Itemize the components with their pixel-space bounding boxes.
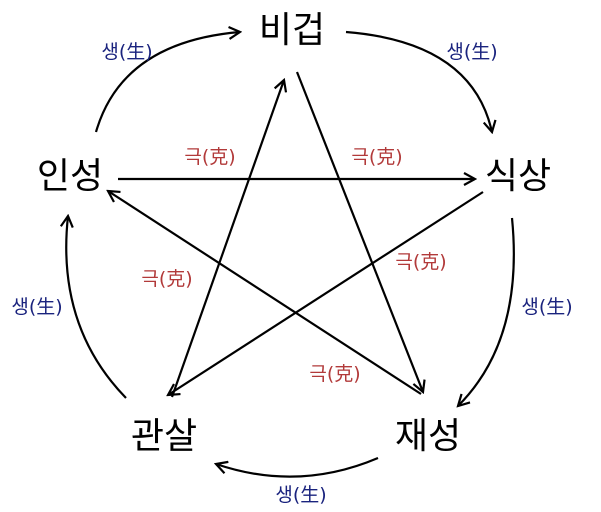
saeng-arrow-siksang-to-jaeseong <box>458 217 515 406</box>
geuk-arrow-siksang-to-gwansal <box>168 191 484 395</box>
node-inseong: 인성 <box>37 156 103 197</box>
geuk-arrow-bigeop-to-jaeseong <box>295 71 423 392</box>
saeng-arrow-gwansal-to-inseong <box>66 216 127 399</box>
saeng-arrow-bigeop-to-siksang <box>345 30 492 132</box>
saeng-arrow-inseong-to-bigeop <box>94 32 240 133</box>
node-gwansal: 관살 <box>131 416 197 457</box>
saeng-label-bottom: 생(生) <box>275 484 326 506</box>
geuk-label-top-left: 극(克) <box>184 146 235 168</box>
saeng-label-left: 생(生) <box>11 296 62 318</box>
geuk-label-bottom: 극(克) <box>309 363 360 385</box>
geuk-arrow-jaeseong-to-inseong <box>108 191 422 395</box>
saeng-label-top-right: 생(生) <box>446 41 497 63</box>
saeng-label-top-left: 생(生) <box>101 41 152 63</box>
node-siksang: 식상 <box>485 156 551 197</box>
geuk-arrow-gwansal-to-bigeop <box>170 80 284 398</box>
geuk-label-right: 극(克) <box>395 251 446 273</box>
geuk-label-top-right: 극(克) <box>351 146 402 168</box>
node-jaeseong: 재성 <box>395 416 461 457</box>
node-bigeop: 비겁 <box>259 10 325 51</box>
saeng-label-right: 생(生) <box>521 296 572 318</box>
saeng-arrow-jaeseong-to-gwansal <box>216 456 379 478</box>
geuk-label-left: 극(克) <box>141 268 192 290</box>
